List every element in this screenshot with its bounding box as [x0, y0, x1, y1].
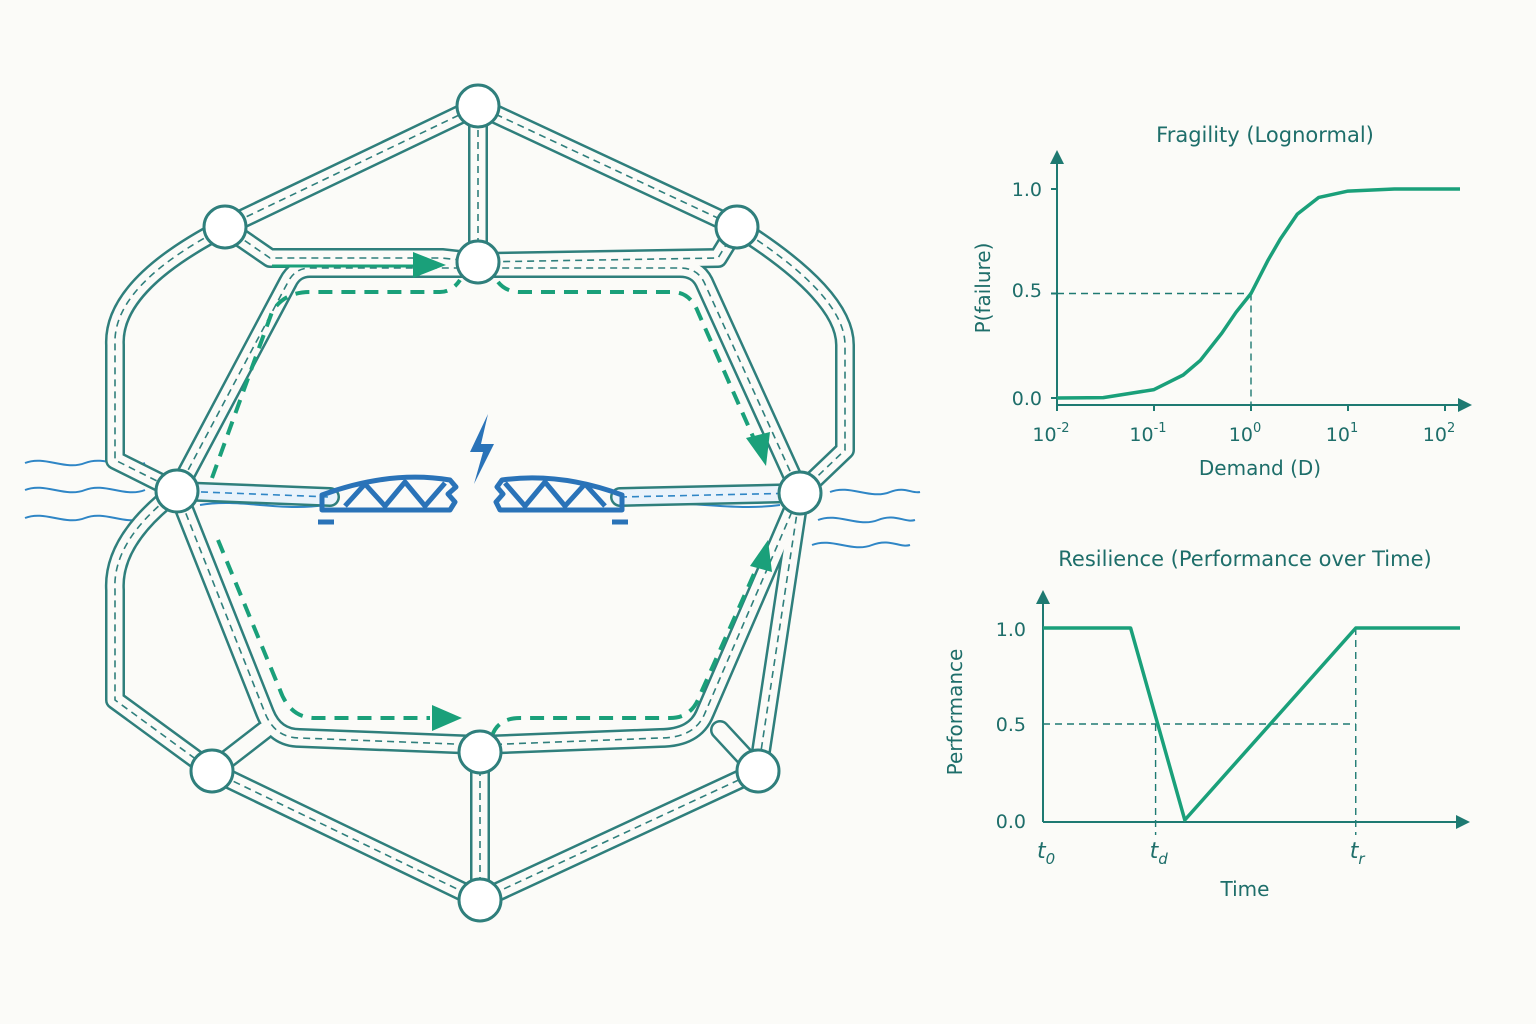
fragility-curve [1056, 187, 1460, 400]
fragility-xtick: 10-1 [1129, 421, 1166, 446]
resilience-curve [1043, 626, 1460, 822]
resilience-xtick: td [1150, 839, 1169, 868]
resilience-ytick: 0.0 [996, 811, 1026, 833]
fragility-xtick: 100 [1229, 421, 1261, 446]
resilience-guides [1043, 628, 1357, 835]
node [457, 877, 503, 923]
fragility-ytick: 0.0 [1012, 388, 1042, 410]
fragility-y-label: P(failure) [971, 243, 995, 334]
resilience-ytick: 0.5 [996, 714, 1026, 736]
resilience-xtick: t0 [1037, 839, 1055, 868]
node [457, 729, 503, 775]
river-icon [24, 459, 921, 549]
network-nodes [154, 83, 823, 923]
fragility-xtick: 101 [1326, 421, 1358, 446]
broken-bridge-icon [318, 474, 628, 525]
resilience-chart: Resilience (Performance over Time) 1.0 0… [943, 547, 1470, 901]
fragility-ytick: 0.5 [1012, 280, 1042, 302]
lightning-bolt-icon [470, 414, 494, 484]
resilience-marks [1043, 626, 1460, 835]
resilience-title: Resilience (Performance over Time) [1058, 547, 1431, 571]
fragility-chart: Fragility (Lognormal) 1.0 0.5 0.0 P(fail… [971, 123, 1472, 480]
node [777, 470, 823, 516]
fragility-xticks: 10-2 10-1 100 101 102 [1032, 421, 1455, 446]
node [455, 83, 501, 129]
detour-routes [210, 252, 772, 737]
resilience-ytick: 1.0 [996, 619, 1026, 641]
fragility-xtick: 10-2 [1032, 421, 1069, 446]
resilience-x-label: Time [1220, 877, 1270, 901]
node [189, 748, 235, 794]
node [202, 204, 248, 250]
resilience-y-label: Performance [943, 649, 967, 776]
resilience-xticks: t0 td tr [1037, 839, 1365, 868]
node [735, 748, 781, 794]
fragility-marks [1051, 187, 1460, 411]
node [714, 204, 760, 250]
road-network [24, 83, 921, 923]
fragility-title: Fragility (Lognormal) [1156, 123, 1374, 147]
fragility-x-label: Demand (D) [1199, 456, 1321, 480]
resilience-xtick: tr [1350, 839, 1366, 868]
fragility-ticks [1051, 188, 1446, 411]
node [455, 239, 501, 285]
fragility-ytick: 1.0 [1012, 179, 1042, 201]
fragility-median-guide [1057, 292, 1252, 405]
fragility-xtick: 102 [1423, 421, 1455, 446]
node [154, 468, 200, 514]
